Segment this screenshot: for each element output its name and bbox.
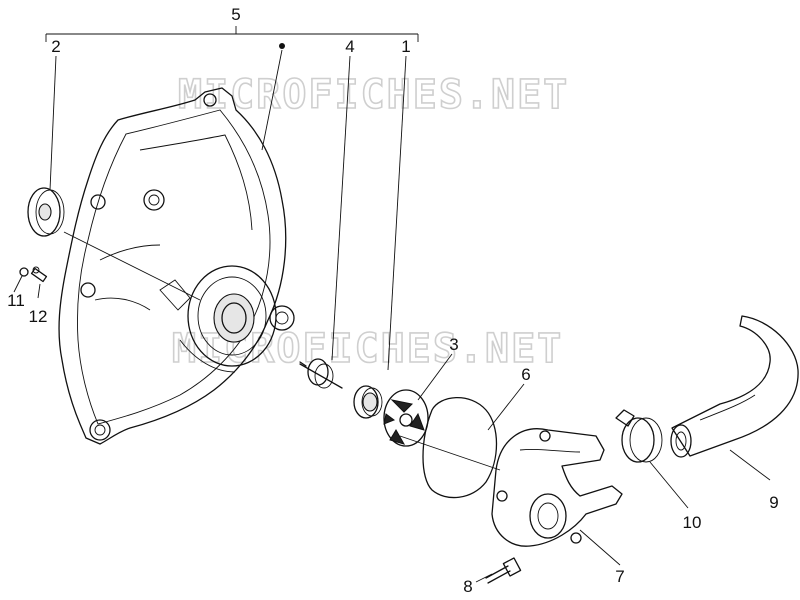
callout-6: 6 [521,365,530,384]
part-4-shaft [299,358,343,389]
part-6-gasket [422,397,498,499]
callout-2: 2 [51,37,60,56]
part-2-seal [27,187,65,237]
callout-8: 8 [463,577,472,596]
flywheel-cover [58,87,295,445]
callout-5: 5 [231,5,240,24]
callout-9: 9 [769,493,778,512]
part-9-hose [670,315,799,458]
part-7-pump-cover [491,428,623,547]
part-10-clamp [615,409,663,463]
assembly-bracket-5 [45,26,419,42]
part-11-12-fasteners [19,266,48,283]
callout-1: 1 [401,37,410,56]
leader-lines [13,43,771,583]
part-8-screw [485,557,522,584]
callout-7: 7 [615,567,624,586]
watermark-top: MICROFICHES.NET [178,72,569,118]
callout-10: 10 [683,513,702,532]
part-1-seal [353,385,383,419]
bullet-marker [279,43,285,49]
callout-4: 4 [345,37,354,56]
callout-3: 3 [449,335,458,354]
callout-12: 12 [29,307,48,326]
callout-11: 11 [7,291,25,310]
part-3-impeller [383,389,429,447]
